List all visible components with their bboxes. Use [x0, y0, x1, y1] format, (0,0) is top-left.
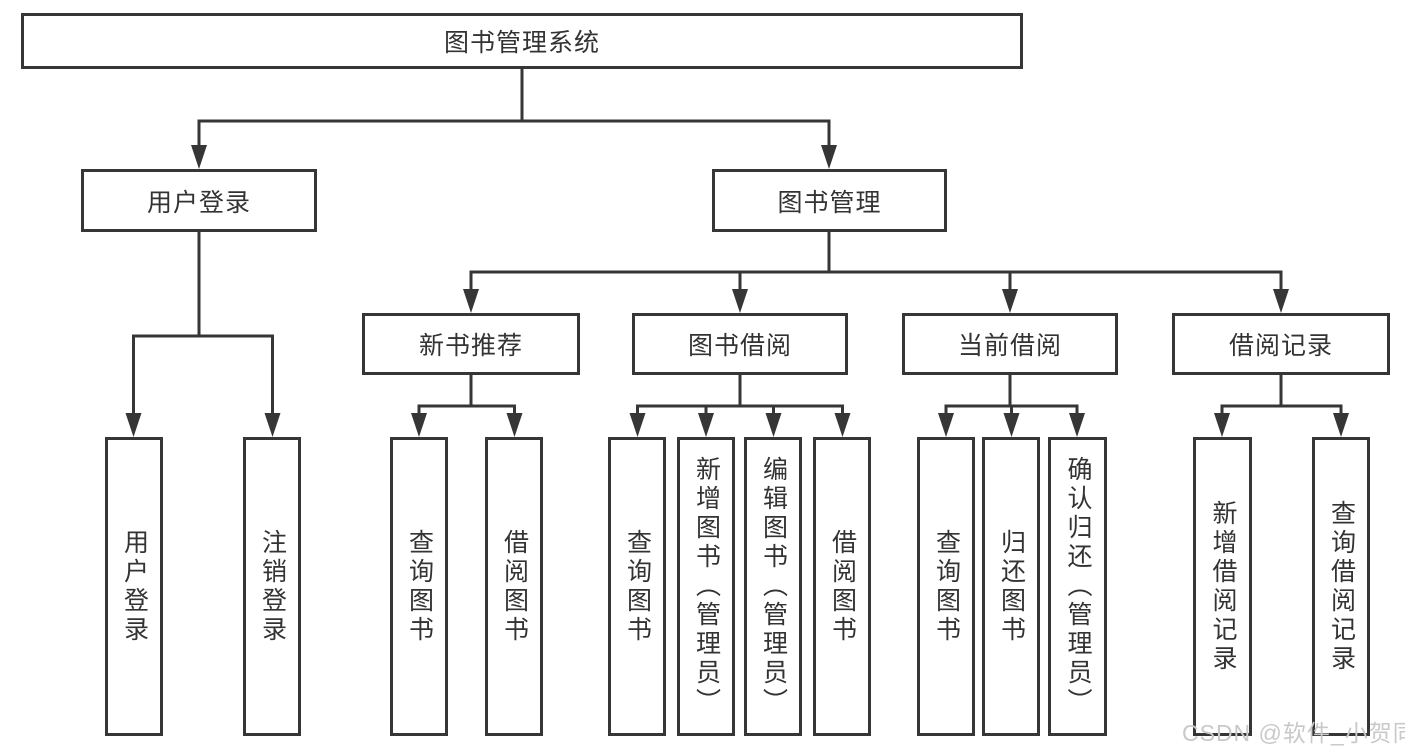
leaf-borrow-books-recommend: 借阅图书	[485, 437, 543, 736]
leaf-add-books-admin: 新增图书（管理员）	[677, 437, 735, 736]
arrowhead-down	[698, 413, 714, 437]
arrowhead-down	[765, 413, 782, 437]
arrowhead-down	[506, 413, 523, 437]
leaf-borrow-books: 借阅图书	[813, 437, 871, 736]
arrowhead-down	[1273, 289, 1289, 313]
node-library-management-system: 图书管理系统	[21, 13, 1023, 69]
leaf-logout-login: 注销登录	[243, 437, 301, 736]
node-book-management: 图书管理	[712, 169, 947, 232]
arrowhead-down	[264, 413, 281, 437]
arrowhead-down	[1003, 413, 1020, 437]
arrowhead-down	[1333, 413, 1349, 437]
arrowhead-down	[1002, 289, 1018, 313]
connector-new-book-branch	[411, 373, 523, 437]
arrowhead-down	[629, 413, 646, 437]
connector-book-management-branch	[463, 230, 1289, 313]
arrowhead-down	[463, 289, 479, 313]
connector-root-branch	[191, 67, 837, 169]
leaf-user-login: 用户登录	[105, 437, 163, 736]
leaf-query-books-current: 查询图书	[917, 437, 975, 736]
arrowhead-down	[191, 145, 207, 169]
arrowhead-down	[821, 145, 837, 169]
arrowhead-down	[1214, 413, 1230, 437]
leaf-edit-books-admin: 编辑图书（管理员）	[744, 437, 802, 736]
node-book-borrowing: 图书借阅	[632, 313, 848, 375]
arrowhead-down	[732, 289, 748, 313]
connector-borrow-record-branch	[1214, 373, 1349, 437]
connector-user-login-branch	[125, 230, 281, 437]
arrowhead-down	[411, 413, 427, 437]
csdn-watermark: CSDN @软件_小贺同学	[1182, 720, 1405, 746]
leaf-query-books-recommend: 查询图书	[390, 437, 448, 736]
arrowhead-down	[125, 413, 142, 437]
arrowhead-down	[834, 413, 851, 437]
connector-current-borrow-branch	[938, 373, 1085, 437]
connector-book-borrow-branch	[629, 373, 851, 437]
node-current-borrowing: 当前借阅	[902, 313, 1118, 375]
arrowhead-down	[938, 413, 954, 437]
leaf-query-books-borrow: 查询图书	[608, 437, 666, 736]
leaf-query-borrow-record: 查询借阅记录	[1312, 437, 1370, 736]
leaf-confirm-return-admin: 确认归还（管理员）	[1048, 437, 1107, 736]
node-new-book-recommend: 新书推荐	[362, 313, 580, 375]
arrowhead-down	[1069, 413, 1085, 437]
node-user-login: 用户登录	[81, 169, 317, 232]
node-borrowing-records: 借阅记录	[1172, 313, 1390, 375]
leaf-return-books: 归还图书	[982, 437, 1040, 736]
leaf-add-borrow-record: 新增借阅记录	[1193, 437, 1252, 736]
